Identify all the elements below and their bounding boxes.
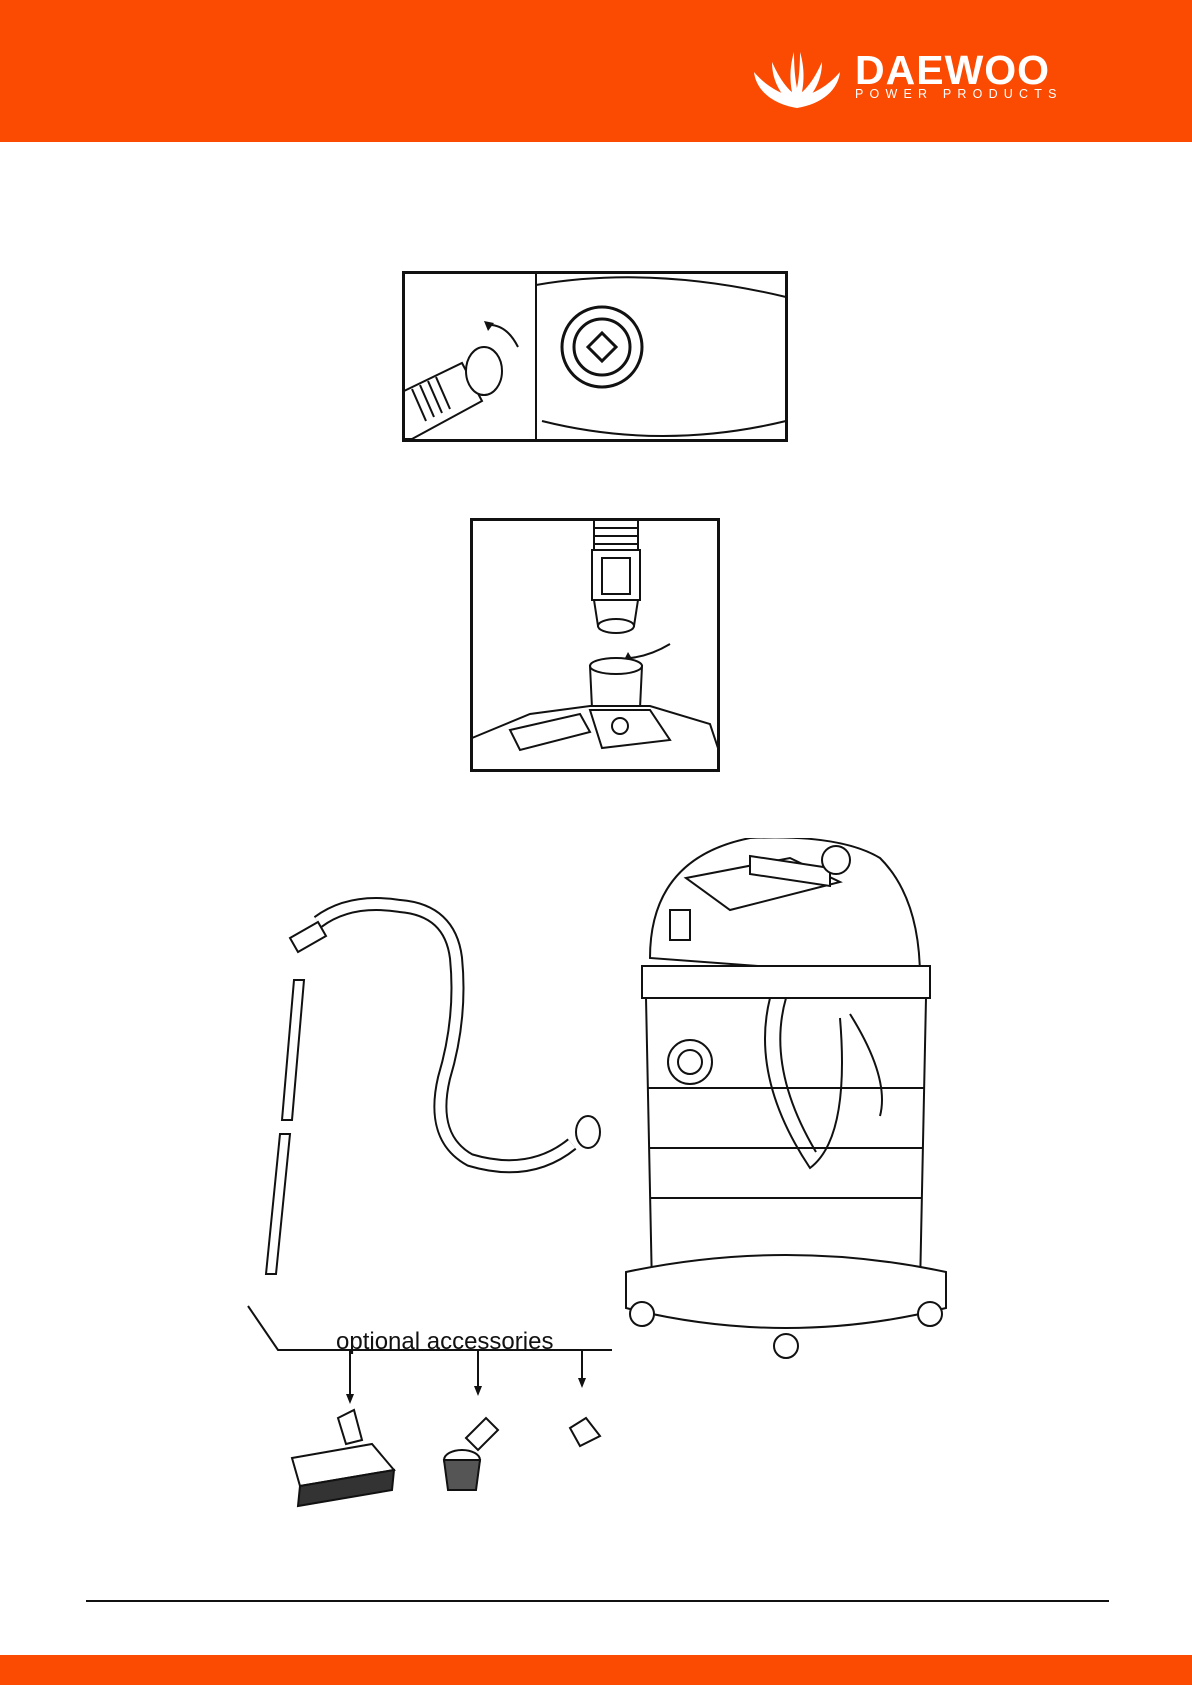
brand-name: DAEWOO — [855, 50, 1050, 91]
optional-accessories-label: optional accessories — [336, 1330, 553, 1354]
brand-subtitle: POWER PRODUCTS — [855, 88, 1063, 101]
hose-top-inlet-illustration — [470, 518, 720, 772]
vacuum-assembly-illustration — [230, 838, 970, 1528]
hose-side-inlet-illustration — [402, 271, 788, 442]
page-header: DAEWOO POWER PRODUCTS — [0, 0, 1192, 142]
footer-bar — [0, 1655, 1192, 1685]
footer-divider — [86, 1600, 1109, 1602]
